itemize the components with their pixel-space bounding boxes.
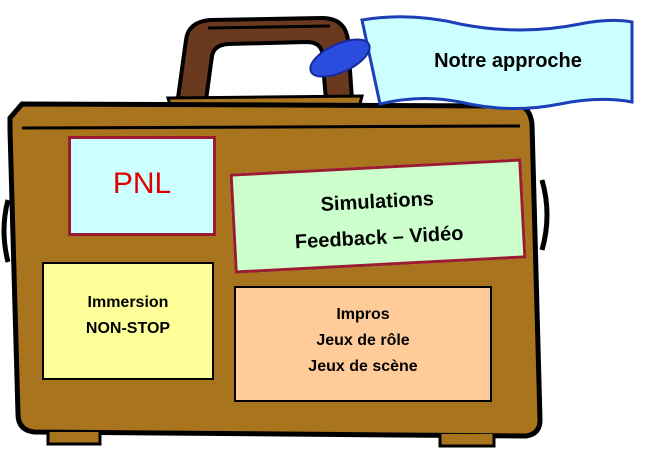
card-pnl-label: PNL <box>112 167 172 200</box>
flag-banner <box>360 15 634 111</box>
card-immersion-line1: Immersion <box>87 294 169 311</box>
card-impros: Impros Jeux de rôle Jeux de scène <box>234 286 492 402</box>
flag-label: Notre approche <box>434 50 582 72</box>
card-pnl: PNL <box>68 136 216 236</box>
card-impros-line3: Jeux de scène <box>308 358 418 375</box>
card-immersion: Immersion NON-STOP <box>42 262 214 380</box>
card-immersion-line2: NON-STOP <box>85 320 171 337</box>
card-impros-line1: Impros <box>336 306 390 323</box>
card-simulations-line2: Feedback – Vidéo <box>294 222 464 254</box>
card-simulations-line1: Simulations <box>320 188 435 216</box>
card-impros-line2: Jeux de rôle <box>316 332 410 349</box>
tag-pin <box>309 38 371 78</box>
card-simulations: Simulations Feedback – Vidéo <box>229 158 527 274</box>
